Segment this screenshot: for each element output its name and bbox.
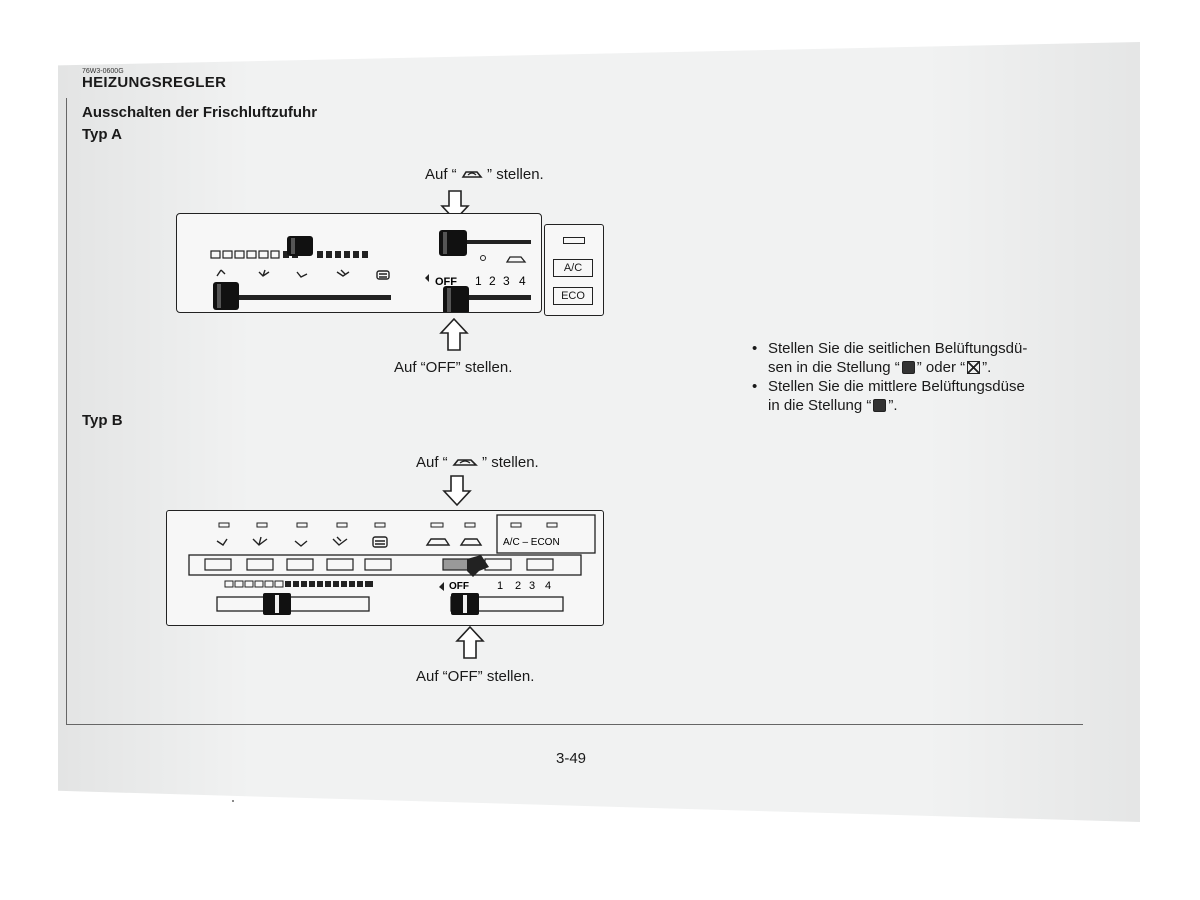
fan-label-off: OFF (435, 276, 457, 288)
fan-icon (439, 582, 444, 591)
indicator-lamp (563, 237, 585, 244)
ac-button[interactable]: A/C (553, 259, 593, 277)
instruction-text: ”. (888, 397, 898, 414)
instruction-text-line: in die Stellung “ ”. (768, 396, 1072, 415)
content-frame (66, 98, 1083, 725)
vent-closed-icon (967, 361, 981, 374)
type-a-bottom-caption: Auf “OFF” stellen. (394, 359, 513, 376)
fan-label-4: 4 (519, 274, 526, 288)
type-b-control-panel: A/C – ECON OFF 1 2 3 4 (166, 510, 604, 626)
type-a-button-panel: A/C ECO (544, 224, 604, 316)
type-a-panel-drawing: OFF 1 2 3 4 (210, 230, 531, 314)
type-a-label: Typ A (82, 126, 122, 143)
page-number: 3-49 (556, 750, 587, 767)
arrow-up-icon (439, 318, 469, 351)
arrow-down-icon (442, 475, 472, 507)
fan-label-1: 1 (475, 274, 482, 288)
fan-label-1: 1 (497, 580, 503, 592)
caption-text: Auf “ (425, 166, 457, 183)
speck (232, 800, 234, 802)
mode-slider-knob (213, 282, 239, 310)
instruction-text: ” oder “ (916, 359, 966, 376)
eco-button[interactable]: ECO (553, 287, 593, 305)
pointer-hand-icon (467, 555, 489, 577)
instruction-list: Stellen Sie die seitlichen Belüftungsdü-… (752, 339, 1072, 415)
type-b-bottom-caption: Auf “OFF” stellen. (416, 668, 535, 685)
ac-econ-label: A/C – ECON (503, 537, 560, 548)
vent-open-icon (901, 361, 915, 374)
instruction-text: sen in die Stellung “ (768, 359, 900, 376)
fan-label-2: 2 (515, 580, 521, 592)
doc-code: 76W3-0600G (82, 68, 124, 75)
arrow-up-icon (455, 626, 485, 659)
type-a-top-caption: Auf “ ” stellen. (425, 166, 544, 183)
instruction-item: Stellen Sie die mittlere Belüftungsdüse … (752, 377, 1072, 415)
section-title: HEIZUNGSREGLER (82, 74, 227, 91)
instruction-text: ”. (982, 359, 992, 376)
fan-label-off: OFF (449, 581, 469, 592)
manual-page (58, 42, 1140, 822)
recirculation-icon (461, 171, 483, 178)
fan-label-4: 4 (545, 580, 551, 592)
type-b-panel-drawing: A/C – ECON OFF 1 2 3 4 (188, 514, 596, 615)
instruction-text: in die Stellung “ (768, 397, 872, 414)
type-a-control-panel: OFF 1 2 3 4 (176, 213, 542, 314)
recirculation-button (442, 558, 470, 571)
instruction-item: Stellen Sie die seitlichen Belüftungsdü-… (752, 339, 1072, 377)
fan-slider-knob (443, 286, 469, 314)
vent-open-icon (873, 399, 887, 412)
fan-label-2: 2 (489, 274, 496, 288)
instruction-text: Stellen Sie die seitlichen Belüftungsdü- (768, 340, 1028, 357)
fan-label-3: 3 (503, 274, 510, 288)
caption-text: ” stellen. (482, 454, 539, 471)
caption-text: Auf “ (416, 454, 448, 471)
caption-text: ” stellen. (487, 166, 544, 183)
fan-label-3: 3 (529, 580, 535, 592)
recirculation-icon (452, 459, 478, 466)
instruction-text-line: sen in die Stellung “ ” oder “ ”. (768, 358, 1072, 377)
subsection-title: Ausschalten der Frischluftzufuhr (82, 104, 318, 121)
type-b-top-caption: Auf “ ” stellen. (416, 454, 539, 471)
temperature-slider-knob (287, 236, 313, 256)
fan-icon (425, 274, 429, 282)
type-b-label: Typ B (82, 412, 123, 429)
instruction-text: Stellen Sie die mittlere Belüftungsdüse (768, 378, 1025, 395)
